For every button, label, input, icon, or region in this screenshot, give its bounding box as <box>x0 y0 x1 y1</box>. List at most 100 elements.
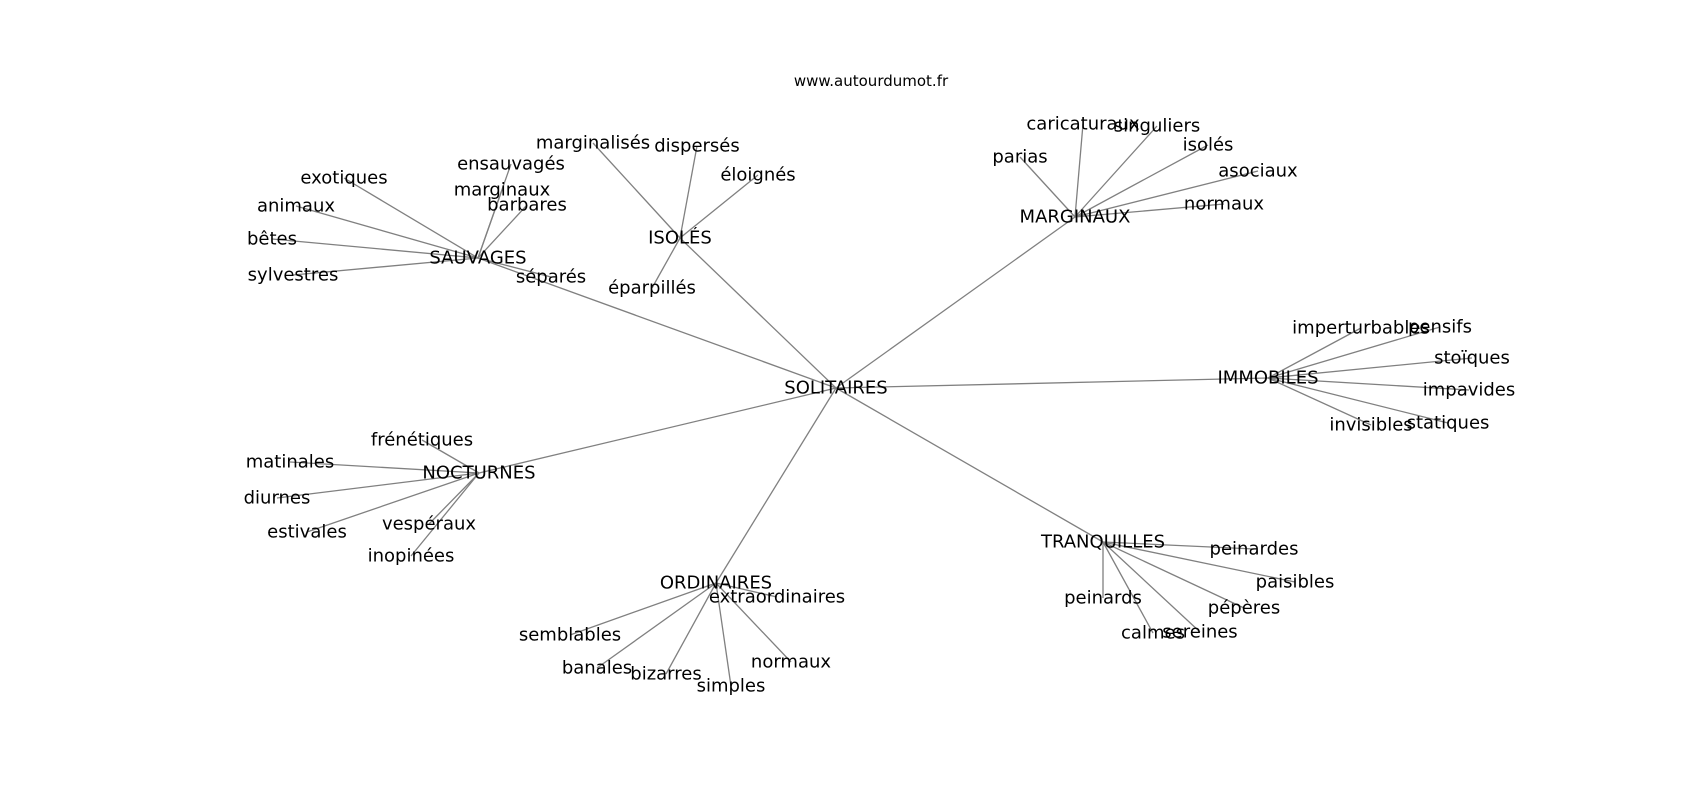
leaf-node[interactable]: parias <box>992 147 1047 168</box>
edge-hub-to-leaf <box>343 177 479 259</box>
leaf-node[interactable]: stoïques <box>1434 348 1510 369</box>
edge-hub-to-leaf <box>1267 326 1441 379</box>
leaf-node[interactable]: semblables <box>519 625 621 646</box>
leaf-node[interactable]: marginaux <box>454 180 551 201</box>
leaf-node[interactable]: normaux <box>1184 194 1264 215</box>
edge-hub-to-leaf <box>1102 541 1255 550</box>
leaf-node[interactable]: marginalisés <box>536 133 650 154</box>
hub-node[interactable]: ORDINAIRES <box>660 573 772 594</box>
edge-hub-to-leaf <box>1102 541 1296 583</box>
hub-node[interactable]: SAUVAGES <box>429 248 526 269</box>
leaf-node[interactable]: normaux <box>751 652 831 673</box>
leaf-node[interactable]: banales <box>562 658 632 679</box>
leaf-node[interactable]: barbares <box>487 195 567 216</box>
edge-hub-to-leaf <box>271 238 479 259</box>
hub-node[interactable]: NOCTURNES <box>422 463 535 484</box>
leaf-node[interactable]: matinales <box>246 452 335 473</box>
leaf-node[interactable]: calmes <box>1121 623 1185 644</box>
leaf-node[interactable]: peinardes <box>1210 539 1299 560</box>
leaf-node[interactable]: pensifs <box>1408 317 1472 338</box>
leaf-node[interactable]: invisibles <box>1329 415 1412 436</box>
leaf-node[interactable]: sylvestres <box>248 265 339 286</box>
hub-node[interactable]: TRANQUILLES <box>1040 532 1165 553</box>
leaf-node[interactable]: asociaux <box>1218 161 1298 182</box>
edge-center-to-hub <box>715 387 837 584</box>
edge-hub-to-leaf <box>651 237 681 289</box>
edge-hub-to-leaf <box>477 189 503 259</box>
edge-hub-to-leaf <box>665 582 717 675</box>
leaf-node[interactable]: simples <box>697 676 766 697</box>
edge-hub-to-leaf <box>679 145 698 239</box>
leaf-node[interactable]: isolés <box>1183 135 1234 156</box>
leaf-node[interactable]: estivales <box>267 522 347 543</box>
edge-hub-to-leaf <box>1074 170 1259 218</box>
edge-hub-to-leaf <box>1267 357 1473 379</box>
edge-hub-to-leaf <box>592 142 681 239</box>
edge-hub-to-leaf <box>289 461 480 474</box>
edge-hub-to-leaf <box>295 205 479 259</box>
leaf-node[interactable]: statiques <box>1407 413 1490 434</box>
edge-hub-to-leaf <box>596 582 717 669</box>
leaf-node[interactable]: imperturbables <box>1292 318 1430 339</box>
edge-hub-to-leaf <box>1102 541 1201 633</box>
edge-hub-to-leaf <box>1267 377 1470 391</box>
edge-hub-to-leaf <box>1074 203 1225 218</box>
leaf-node[interactable]: paisibles <box>1256 572 1335 593</box>
leaf-node[interactable]: dispersés <box>654 136 740 157</box>
leaf-node[interactable]: ensauvagés <box>457 154 565 175</box>
leaf-node[interactable]: éparpillés <box>608 278 696 299</box>
leaf-node[interactable]: inopinées <box>368 546 455 567</box>
leaf-node[interactable]: éloignés <box>720 165 795 186</box>
leaf-node[interactable]: diurnes <box>244 488 311 509</box>
leaf-node[interactable]: bêtes <box>247 229 297 250</box>
edge-hub-to-leaf <box>569 582 717 636</box>
leaf-node[interactable]: peinards <box>1064 588 1142 609</box>
edge-hub-to-leaf <box>421 439 480 474</box>
edge-hub-to-leaf <box>1267 377 1449 424</box>
edge-hub-to-leaf <box>477 257 552 278</box>
edge-hub-to-leaf <box>1019 156 1076 218</box>
leaf-node[interactable]: bizarres <box>630 664 701 685</box>
edge-hub-to-leaf <box>410 472 480 557</box>
leaf-node[interactable]: pépères <box>1208 598 1280 619</box>
edge-hub-to-leaf <box>1074 125 1158 218</box>
edge-hub-to-leaf <box>1267 327 1362 379</box>
edge-hub-to-leaf <box>428 472 480 525</box>
leaf-node[interactable]: caricaturaux <box>1026 114 1140 135</box>
edge-hub-to-leaf <box>715 582 778 598</box>
leaf-node[interactable]: frénétiques <box>371 430 473 451</box>
edge-center-to-hub <box>835 377 1269 389</box>
edge-center-to-hub <box>835 216 1076 389</box>
edge-hub-to-leaf <box>1074 123 1084 218</box>
leaf-node[interactable]: animaux <box>257 196 335 217</box>
edge-hub-to-leaf <box>292 257 479 276</box>
site-url: www.autourdumot.fr <box>793 72 949 90</box>
edge-hub-to-leaf <box>477 204 528 259</box>
edge-hub-to-leaf <box>276 472 480 499</box>
leaf-node[interactable]: impavides <box>1423 380 1516 401</box>
leaf-node[interactable]: singuliers <box>1114 116 1200 137</box>
edge-center-to-hub <box>478 387 837 474</box>
leaf-node[interactable]: extraordinaires <box>709 587 845 608</box>
edge-hub-to-leaf <box>679 174 759 239</box>
leaf-node[interactable]: exotiques <box>300 168 387 189</box>
edge-hub-to-leaf <box>1102 541 1154 634</box>
center-node[interactable]: SOLITAIRES <box>784 378 887 399</box>
graph-edges <box>271 123 1473 687</box>
edge-hub-to-leaf <box>1102 541 1245 609</box>
edge-hub-to-leaf <box>1074 144 1209 218</box>
edge-center-to-hub <box>477 257 837 389</box>
edge-center-to-hub <box>835 387 1104 543</box>
leaf-node[interactable]: vespéraux <box>382 514 476 535</box>
hub-node[interactable]: ISOLÉS <box>648 227 712 249</box>
graph-labels: SOLITAIRES SAUVAGES exotiques animaux bêtes s… <box>244 114 1516 697</box>
edge-hub-to-leaf <box>1267 377 1372 426</box>
edge-hub-to-leaf <box>715 582 732 687</box>
edge-center-to-hub <box>679 237 837 389</box>
leaf-node[interactable]: séparés <box>516 267 586 288</box>
edge-hub-to-leaf <box>715 582 792 663</box>
hub-node[interactable]: MARGINAUX <box>1020 207 1131 228</box>
hub-node[interactable]: IMMOBILES <box>1217 368 1318 389</box>
leaf-node[interactable]: sereines <box>1162 622 1237 643</box>
